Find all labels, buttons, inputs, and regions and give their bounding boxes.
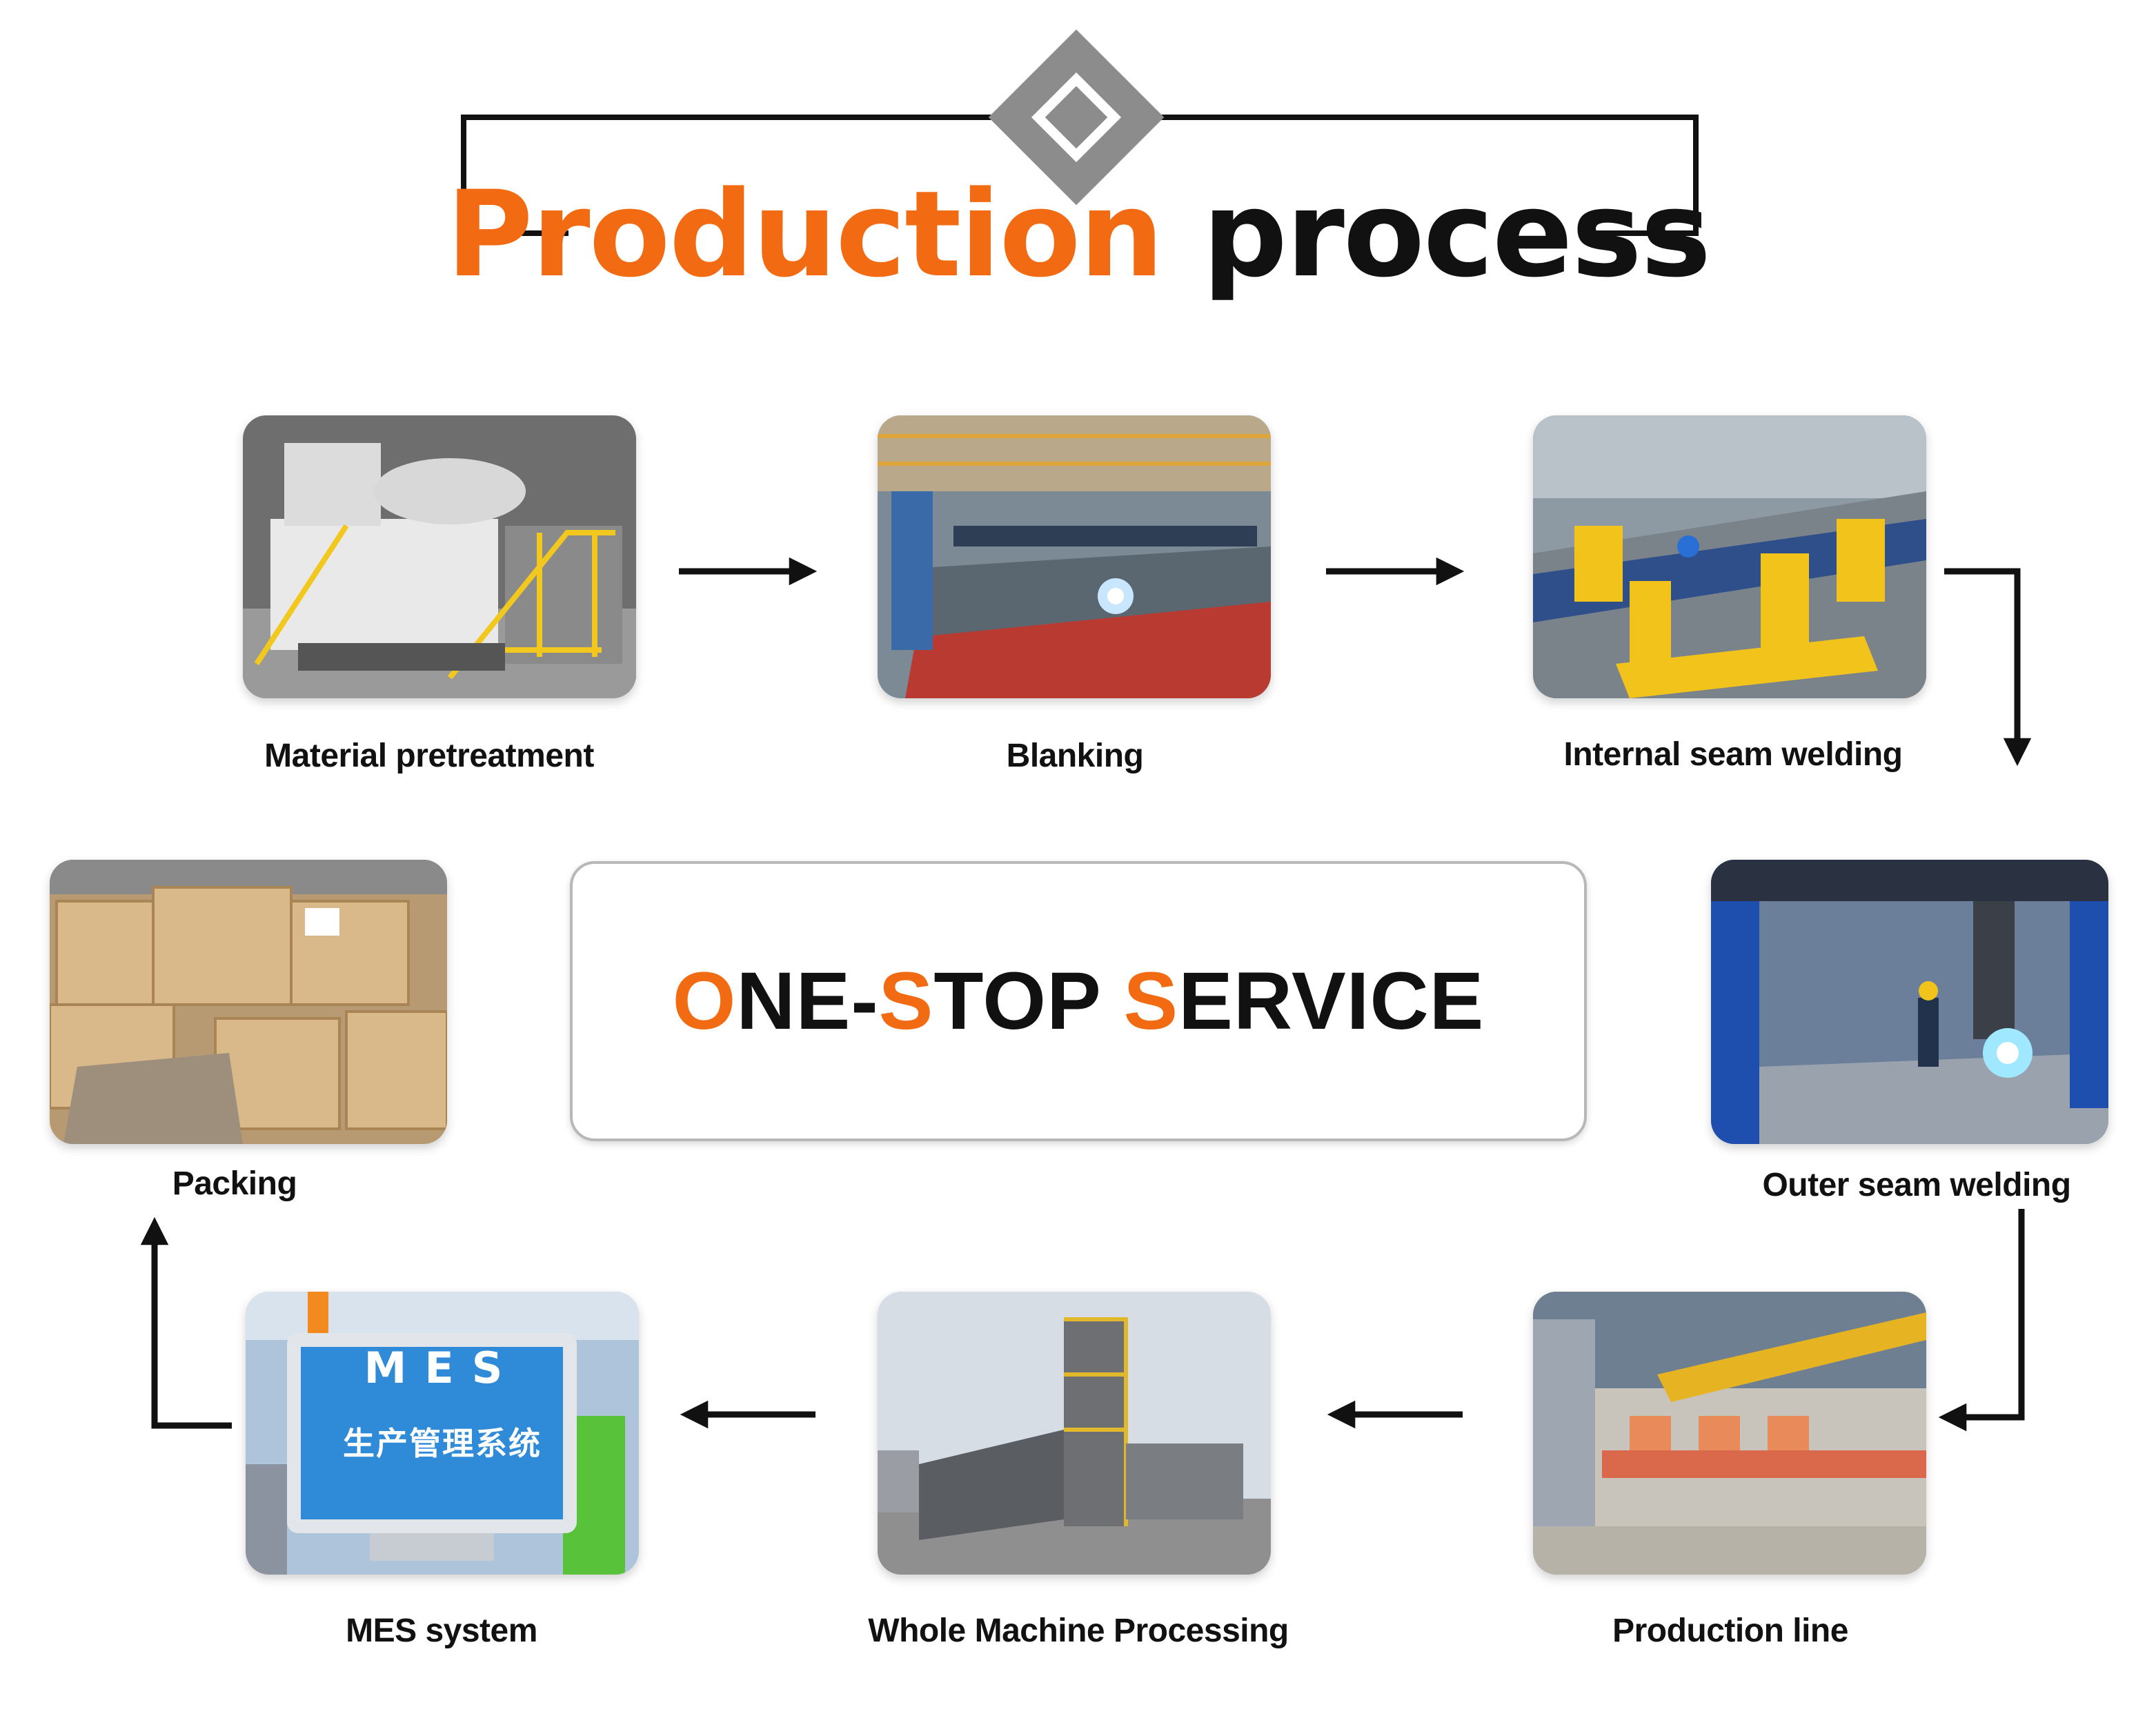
header-frame-top-left <box>461 115 1000 120</box>
step-label-mes-system: MES system <box>346 1613 537 1649</box>
step-label-internal-seam-welding: Internal seam welding <box>1563 736 1903 773</box>
service-text-part: S <box>878 956 934 1047</box>
service-text-part: ERVICE <box>1178 956 1485 1047</box>
step-label-packing: Packing <box>172 1165 297 1202</box>
step-photo-whole-machine-processing <box>878 1292 1271 1575</box>
step-label-production-line: Production line <box>1612 1613 1848 1649</box>
header-frame-bottom-left <box>461 230 568 236</box>
service-text-part: S <box>1123 956 1179 1047</box>
arrow-step4-to-step5 <box>1938 1209 2025 1432</box>
header-frame-top-right <box>1156 115 1699 120</box>
step-photo-mes-system <box>246 1292 639 1575</box>
title-highlight: Production <box>446 165 1164 304</box>
step-label-whole-machine-processing: Whole Machine Processing <box>868 1613 1289 1649</box>
step-photo-outer-seam-welding <box>1711 860 2108 1144</box>
header-frame-bottom-right <box>1591 230 1699 236</box>
one-stop-service-box: ONE-STOP SERVICE <box>570 861 1587 1141</box>
arrow-step7-to-step8 <box>140 1216 232 1429</box>
arrow-step3-to-step4 <box>1944 568 2032 767</box>
header-frame-left-side <box>461 115 466 236</box>
header-frame-right-side <box>1693 115 1699 236</box>
one-stop-service-text: ONE-STOP SERVICE <box>673 954 1485 1048</box>
step-photo-internal-seam-welding <box>1533 415 1926 698</box>
mes-screen-text-2: 生产管理系统 <box>343 1425 542 1462</box>
title-rest: process <box>1202 165 1711 304</box>
step-label-material-pretreatment: Material pretreatment <box>264 738 594 774</box>
step-label-blanking: Blanking <box>1006 738 1144 774</box>
step-photo-packing <box>50 860 447 1144</box>
service-text-part: NE- <box>736 956 879 1047</box>
step-photo-blanking <box>878 415 1271 698</box>
step-photo-production-line <box>1533 1292 1926 1575</box>
page-title: Production process <box>0 166 2156 304</box>
step-photo-material-pretreatment <box>243 415 636 698</box>
step-label-outer-seam-welding: Outer seam welding <box>1762 1167 2071 1203</box>
mes-screen-text-1: MES <box>364 1343 521 1393</box>
service-text-part: TOP <box>933 956 1124 1047</box>
service-text-part: O <box>672 956 737 1047</box>
